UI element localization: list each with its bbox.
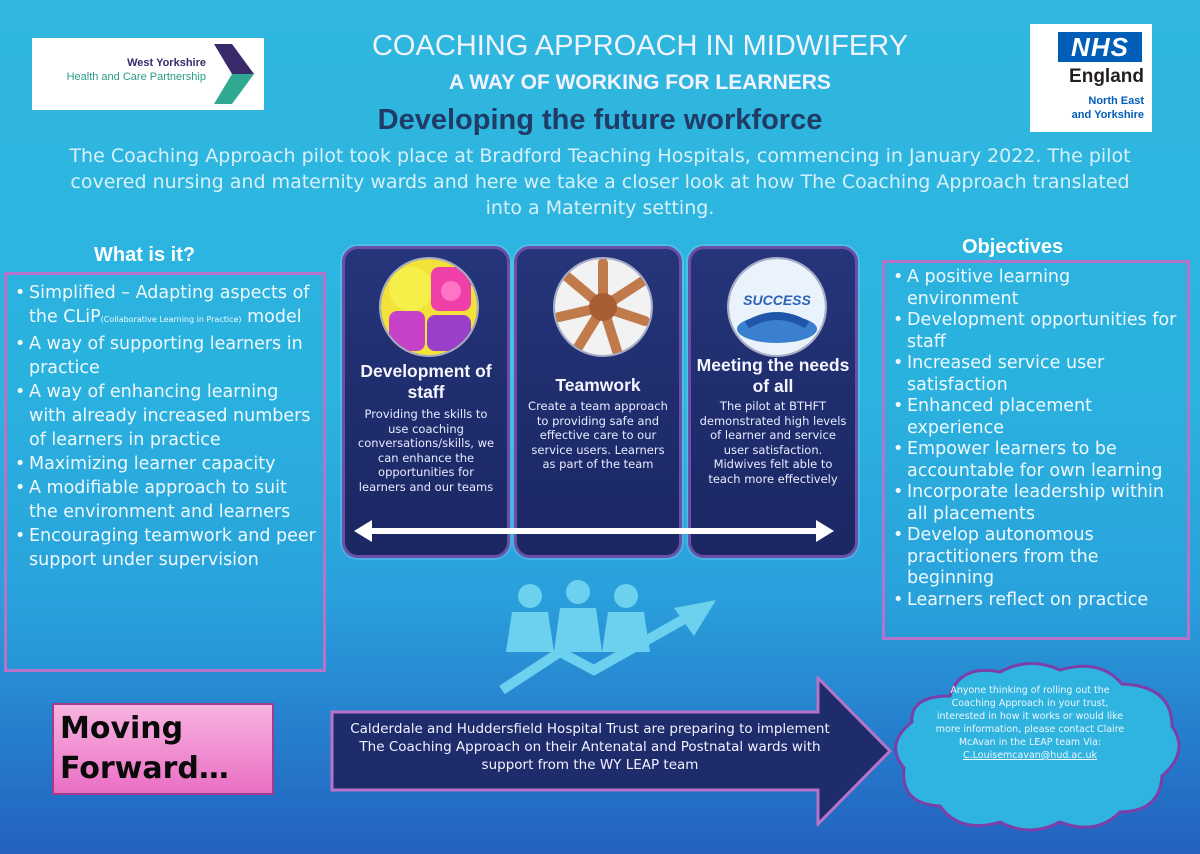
card-meeting-needs: SUCCESS Meeting the needs of all The pil… — [688, 246, 858, 558]
poster-title: COACHING APPROACH IN MIDWIFERY — [371, 30, 909, 62]
moving-forward-arrow-text: Calderdale and Huddersfield Hospital Tru… — [350, 721, 830, 773]
card-development-of-staff: Development of staff Providing the skill… — [342, 246, 510, 558]
wy-chevron-icon — [214, 44, 254, 104]
card-text: Providing the skills to use coaching con… — [357, 407, 495, 494]
what-is-it-list: Simplified – Adapting aspects of the CLi… — [11, 281, 317, 572]
card-text: The pilot at BTHFT demonstrated high lev… — [699, 399, 847, 486]
list-item: A positive learning environment — [889, 267, 1183, 310]
list-item: Simplified – Adapting aspects of the CLi… — [11, 281, 317, 332]
card-title: Development of staff — [360, 361, 492, 402]
card-text: Create a team approach to providing safe… — [528, 399, 668, 471]
list-item: A modifiable approach to suit the enviro… — [11, 476, 317, 524]
list-item: Incorporate leadership within all placem… — [889, 482, 1183, 525]
moving-forward-line1: Moving — [60, 711, 184, 746]
list-item: Increased service user satisfaction — [889, 353, 1183, 396]
nhs-country: England — [1069, 66, 1144, 87]
wy-logo-line2: Health and Care Partnership — [66, 71, 206, 83]
list-item: A way of supporting learners in practice — [11, 332, 317, 380]
list-item: A way of enhancing learning with already… — [11, 380, 317, 452]
growth-people-icon — [499, 580, 716, 695]
west-yorkshire-logo: West Yorkshire Health and Care Partnersh… — [32, 38, 264, 110]
poster-headline: Developing the future workforce — [377, 104, 823, 136]
objectives-list: A positive learning environment Developm… — [889, 267, 1183, 611]
intro-paragraph: The Coaching Approach pilot took place a… — [69, 145, 1131, 219]
clip-expansion: (Collaborative Learning in Practice) — [100, 315, 242, 324]
list-item: Enhanced placement experience — [889, 396, 1183, 439]
big-right-arrow-icon — [330, 676, 892, 826]
what-is-it-heading: What is it? — [94, 244, 196, 266]
nhs-region-line1: North East — [1088, 95, 1144, 107]
objectives-heading: Objectives — [962, 236, 1064, 258]
double-arrow-icon — [354, 520, 834, 542]
list-item: Development opportunities for staff — [889, 310, 1183, 353]
poster-subtitle: A WAY OF WORKING FOR LEARNERS — [449, 71, 831, 94]
nhs-region: North East and Yorkshire — [1072, 94, 1144, 122]
success-handshake-icon: SUCCESS — [727, 257, 827, 357]
wy-logo-line1: West Yorkshire — [127, 57, 206, 69]
contact-email-link[interactable]: C.Louisemcavan@hud.ac.uk — [963, 750, 1097, 761]
card-teamwork: Teamwork Create a team approach to provi… — [514, 246, 682, 558]
moving-forward-box: Moving Forward… — [52, 703, 274, 795]
success-icon-label: SUCCESS — [743, 292, 811, 308]
list-item: Maximizing learner capacity — [11, 452, 317, 476]
list-item: Encouraging teamwork and peer support un… — [11, 524, 317, 572]
contact-cloud-icon — [894, 661, 1181, 832]
joined-hands-icon — [553, 257, 653, 357]
contact-message: Anyone thinking of rolling out the Coach… — [935, 685, 1125, 748]
list-item-text-end: model — [241, 307, 302, 327]
card-title: Meeting the needs of all — [696, 355, 850, 396]
nhs-region-line2: and Yorkshire — [1071, 109, 1144, 121]
list-item: Learners reflect on practice — [889, 590, 1183, 612]
objectives-panel: A positive learning environment Developm… — [882, 260, 1190, 640]
nhs-mark: NHS — [1058, 32, 1142, 62]
list-item: Empower learners to be accountable for o… — [889, 439, 1183, 482]
nhs-england-logo: NHS England North East and Yorkshire — [1030, 24, 1152, 132]
card-title: Teamwork — [555, 375, 641, 395]
moving-forward-line2: Forward… — [60, 751, 229, 786]
list-item-text: Simplified – Adapting aspects of the CLi… — [29, 283, 310, 327]
contact-cloud-text: Anyone thinking of rolling out the Coach… — [932, 684, 1128, 762]
what-is-it-panel: Simplified – Adapting aspects of the CLi… — [4, 272, 326, 672]
colorful-blocks-icon — [379, 257, 479, 357]
list-item: Develop autonomous practitioners from th… — [889, 525, 1183, 590]
